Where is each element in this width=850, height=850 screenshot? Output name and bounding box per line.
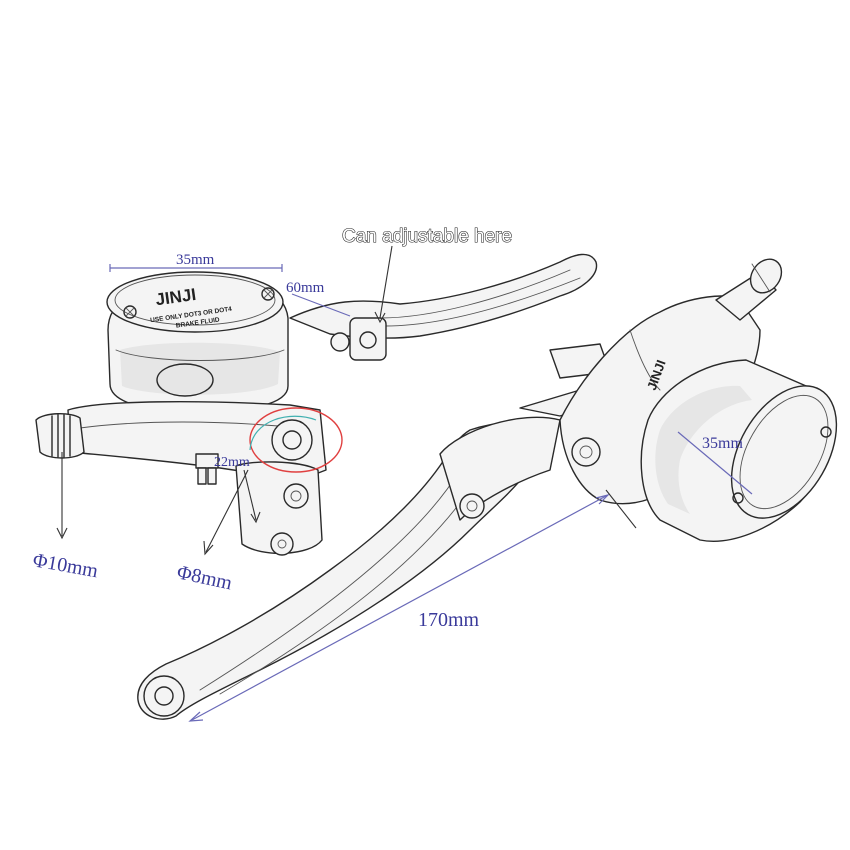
port-highlight-circle — [249, 407, 343, 473]
left-lever — [289, 253, 598, 339]
lever-offset-label: 60mm — [286, 280, 325, 296]
cap-width-label: 35mm — [176, 252, 215, 268]
left-reservoir-cap — [106, 271, 284, 333]
right-lever-adjuster — [459, 493, 485, 519]
left-adjuster — [349, 317, 387, 361]
reservoir-width-label: 35mm — [702, 435, 743, 452]
port-size-label: 22mm — [214, 455, 250, 470]
left-master-cylinder: JINJI USE ONLY DOT3 OR DOT4 BRAKE FLUID — [35, 253, 598, 556]
right-lever — [137, 421, 549, 720]
right-pivot-bolt — [571, 437, 601, 467]
dimension-lines — [56, 245, 753, 722]
right-lever-ball-end — [143, 675, 185, 717]
labels: Can adjustable here 35mm 60mm 22mm Φ10mm… — [31, 225, 743, 631]
left-clamp-bolt-upper — [283, 483, 309, 509]
brake-switch-tab — [195, 453, 219, 469]
adjustable-label: Can adjustable here — [342, 226, 512, 247]
left-clamp-bolt-lower — [270, 532, 294, 556]
lever-length-label: 170mm — [418, 609, 480, 631]
port-diameter-label: Φ8mm — [175, 561, 235, 594]
right-master-cylinder: JINJI — [137, 258, 838, 720]
banjo-port — [271, 419, 313, 461]
inlet-diameter-label: Φ10mm — [31, 549, 100, 582]
right-reservoir-cap — [730, 385, 838, 519]
left-inlet-fitting — [35, 413, 85, 459]
